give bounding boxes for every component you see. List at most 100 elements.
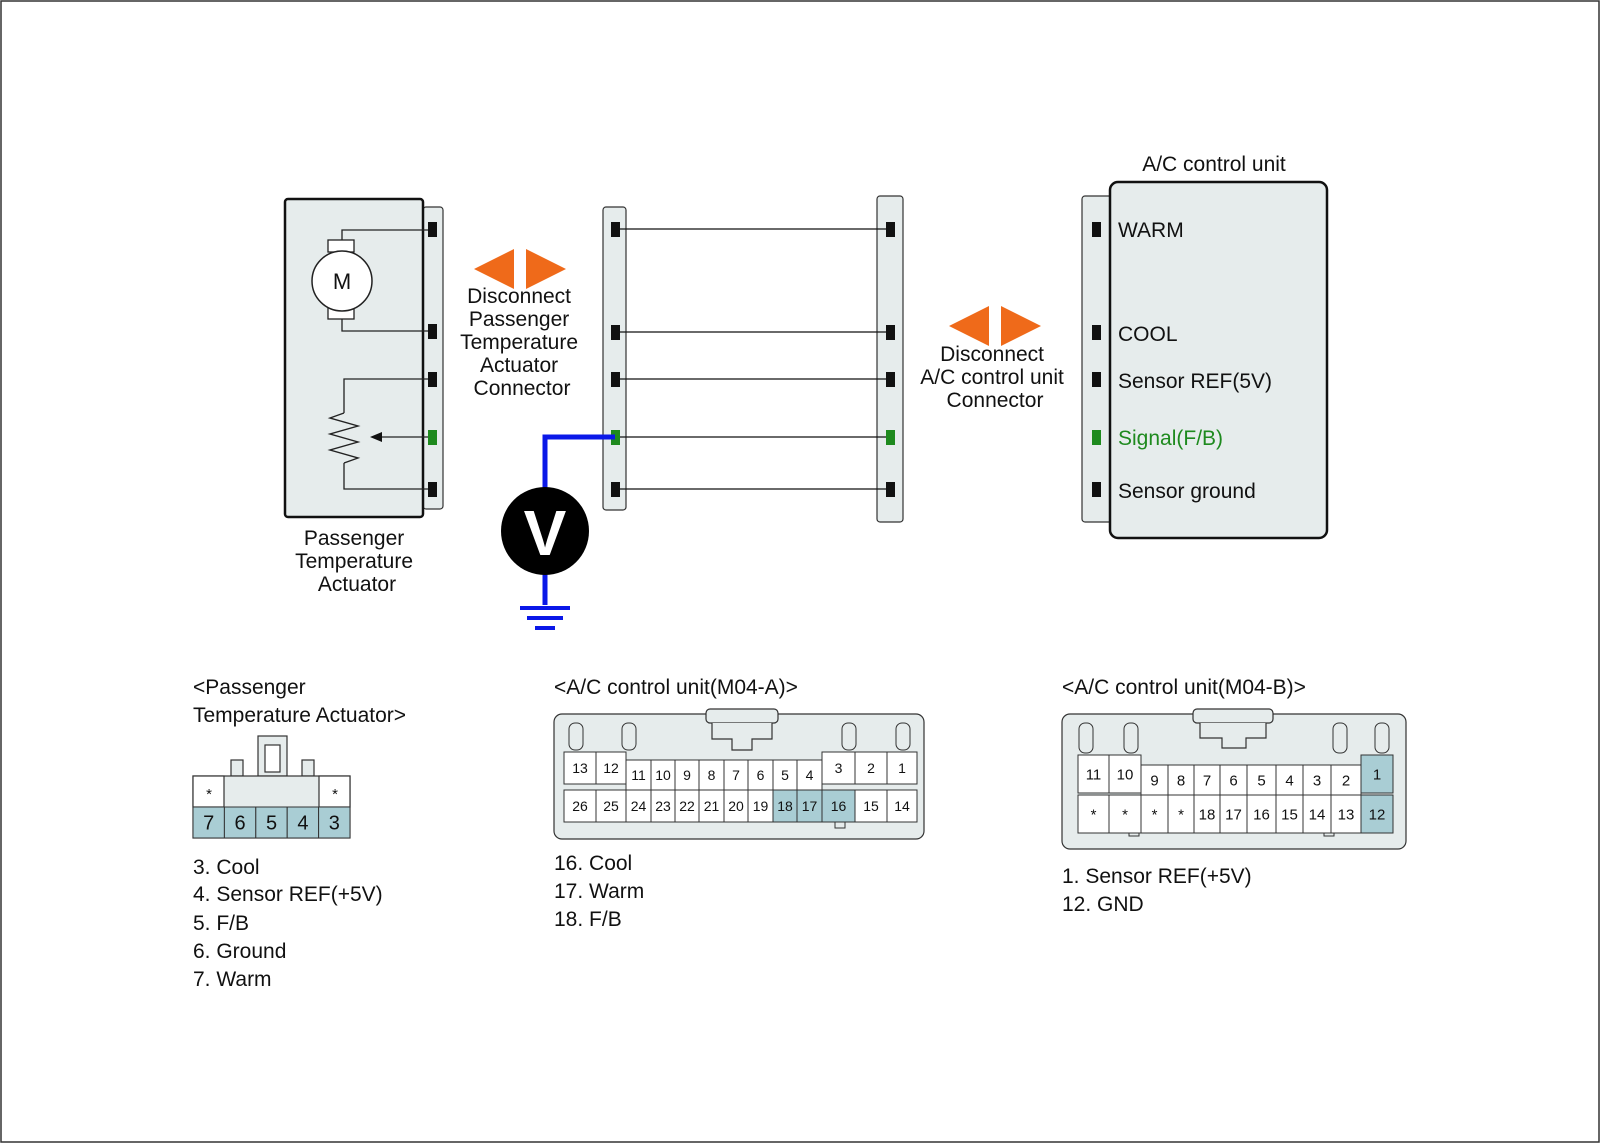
pin-label: 8 <box>708 767 716 783</box>
legend-item: 1. Sensor REF(+5V) <box>1062 865 1252 888</box>
pin-label: 14 <box>894 798 910 814</box>
legend-item: 16. Cool <box>554 852 632 875</box>
pin-cell <box>1330 794 1362 834</box>
pin-label: * <box>1122 806 1128 823</box>
pin-label: 5 <box>781 767 789 783</box>
pin-label: 15 <box>863 798 879 814</box>
pin-cell <box>563 751 597 785</box>
pin-label: 2 <box>1342 772 1350 789</box>
pin-cell <box>886 751 918 785</box>
pin-label: 4 <box>806 767 814 783</box>
pin-cell <box>1077 754 1110 794</box>
legend-item: 17. Warm <box>554 880 644 903</box>
acu-terminal-label: Sensor REF(5V) <box>1118 370 1272 393</box>
pin-label: * <box>1091 806 1097 823</box>
connector-m04b-legend: 1. Sensor REF(+5V) 12. GND <box>1062 865 1252 916</box>
pin-label: 16 <box>831 798 847 814</box>
pin-label: 12 <box>1369 806 1386 823</box>
pin-label: * <box>332 786 338 803</box>
pin-cell-highlighted <box>1360 794 1394 834</box>
pin-cell <box>723 789 749 823</box>
pin-cell <box>886 789 918 823</box>
pin-cell <box>854 751 888 785</box>
pin-label: 8 <box>1177 772 1185 789</box>
pin-label: 10 <box>655 767 671 783</box>
pin-cell <box>772 759 798 791</box>
pin-cell <box>595 789 627 823</box>
voltmeter-label: V <box>524 497 567 569</box>
pin-cell <box>1140 794 1169 834</box>
acu-terminal-label: COOL <box>1118 323 1178 346</box>
pin-cell <box>1302 794 1332 834</box>
connector-m04a-legend: 16. Cool 17. Warm 18. F/B <box>554 852 644 931</box>
pin-label: 14 <box>1309 806 1326 823</box>
actuator-pin <box>428 482 437 497</box>
pin-cell-highlighted <box>286 806 320 839</box>
legend-item: 4. Sensor REF(+5V) <box>193 883 383 906</box>
voltmeter: V <box>501 434 615 630</box>
legend-item: 3. Cool <box>193 856 260 879</box>
connector-m04a-title: <A/C control unit(M04-A)> <box>554 676 798 699</box>
ac-control-unit: A/C control unit WARM COOL Sensor REF(5V… <box>1081 153 1329 540</box>
ground-icon <box>520 606 570 630</box>
pin-cell <box>1167 794 1195 834</box>
pin-cell <box>1193 764 1221 796</box>
pin-cell <box>1275 794 1304 834</box>
pin-label: * <box>1152 806 1158 823</box>
legend-item: 12. GND <box>1062 893 1144 916</box>
pin-cell-highlighted <box>1360 754 1394 794</box>
pin-label: 2 <box>867 760 875 776</box>
acu-title: A/C control unit <box>1142 153 1286 176</box>
pin-label: 26 <box>572 798 588 814</box>
pin-cell-highlighted <box>821 789 856 823</box>
harness-connector-right <box>876 195 904 523</box>
pin-cell <box>563 789 597 823</box>
pin-cell <box>1246 794 1277 834</box>
pin-label: 7 <box>732 767 740 783</box>
pin-cell <box>854 789 888 823</box>
harness-connector-left <box>602 206 627 511</box>
pin-cell <box>1108 754 1142 794</box>
pin-label: 19 <box>753 798 769 814</box>
pin-label: 6 <box>1229 772 1237 789</box>
actuator-pin <box>428 324 437 339</box>
pin-label: 13 <box>572 760 588 776</box>
pin-cell <box>1302 764 1332 796</box>
actuator-caption: Passenger Temperature Actuator <box>295 527 419 596</box>
connector-actuator-legend: 3. Cool 4. Sensor REF(+5V) 5. F/B 6. Gro… <box>193 856 383 991</box>
pin-label: 18 <box>1199 806 1216 823</box>
pin-cell <box>625 789 652 823</box>
connector-actuator-title: <Passenger Temperature Actuator> <box>193 676 406 727</box>
pin-cell <box>1330 764 1362 796</box>
disconnect-actuator-note: Disconnect Passenger Temperature Actuato… <box>460 249 578 400</box>
pin-cell <box>821 751 856 785</box>
pin-label: 1 <box>898 760 906 776</box>
motor-icon: M <box>311 239 373 320</box>
pin-cell <box>796 759 823 791</box>
pin-label: 23 <box>655 798 671 814</box>
actuator-pin <box>428 372 437 387</box>
pin-cell-highlighted <box>796 789 823 823</box>
pin-label: 3 <box>1313 772 1321 789</box>
svg-text:Disconnect A/C control u: Disconnect A/C control unit Connector <box>920 343 1069 412</box>
pin-cell <box>747 759 774 791</box>
acu-terminal-label: Sensor ground <box>1118 480 1256 503</box>
pin-cell <box>747 789 774 823</box>
pin-label: 16 <box>1253 806 1270 823</box>
pin-label: 1 <box>1373 766 1381 783</box>
motor-label: M <box>333 269 351 294</box>
pin-cell-highlighted <box>255 806 288 839</box>
legend-item-signal: 18. F/B <box>554 908 622 931</box>
actuator-pin-signal <box>428 430 437 445</box>
pin-cell <box>674 789 700 823</box>
pin-cell <box>595 751 627 785</box>
pin-label: 20 <box>728 798 744 814</box>
disconnect-acu-note: Disconnect A/C control unit Connector <box>920 306 1069 412</box>
pin-cell-highlighted <box>318 806 351 839</box>
passenger-temperature-actuator: M Passenger Temperature Actuator <box>283 197 444 596</box>
pin-cell <box>1167 764 1195 796</box>
acu-body <box>1108 180 1329 540</box>
